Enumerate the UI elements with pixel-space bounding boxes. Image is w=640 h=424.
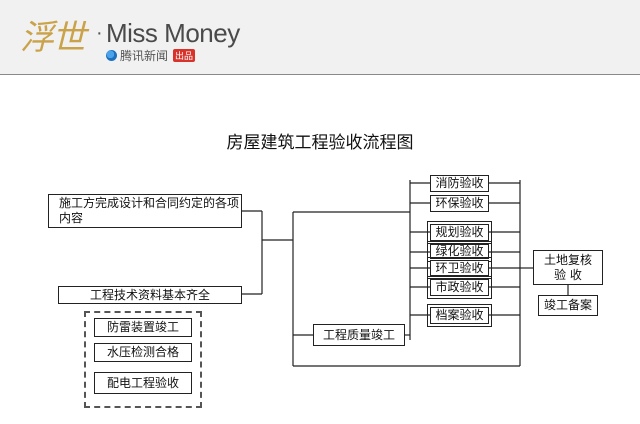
node-land: 土地复核验 收 <box>533 250 603 285</box>
node-tech-docs: 工程技术资料基本齐全 <box>58 286 242 304</box>
tencent-news-icon <box>106 50 117 61</box>
header-banner: 浮世 · Miss Money 腾讯新闻 出品 <box>0 0 640 75</box>
node-completion: 施工方完成设计和合同约定的各项内容 <box>48 194 242 228</box>
node-sanitation: 环卫验收 <box>427 257 492 279</box>
node-environment: 环保验收 <box>430 195 489 212</box>
node-water-pressure: 水压检测合格 <box>94 343 192 362</box>
node-filing: 竣工备案 <box>538 295 598 316</box>
logo-subline: 腾讯新闻 出品 <box>106 47 196 64</box>
node-greening: 绿化验收 <box>427 241 492 262</box>
logo-english: Miss Money <box>106 18 240 48</box>
node-lightning: 防雷装置竣工 <box>94 318 192 337</box>
node-power: 配电工程验收 <box>94 372 192 394</box>
dashed-group-border <box>84 311 202 408</box>
logo-dot: · <box>96 22 103 44</box>
node-fire: 消防验收 <box>430 175 489 192</box>
node-planning: 规划验收 <box>427 221 492 244</box>
logo-sub-text: 腾讯新闻 <box>120 49 169 63</box>
node-municipal: 市政验收 <box>427 276 492 299</box>
diagram-title: 房屋建筑工程验收流程图 <box>226 133 414 153</box>
node-quality: 工程质量竣工 <box>313 324 405 346</box>
logo-badge: 出品 <box>173 49 196 62</box>
node-archives: 档案验收 <box>427 304 492 327</box>
logo-chinese: 浮世 <box>20 18 86 58</box>
